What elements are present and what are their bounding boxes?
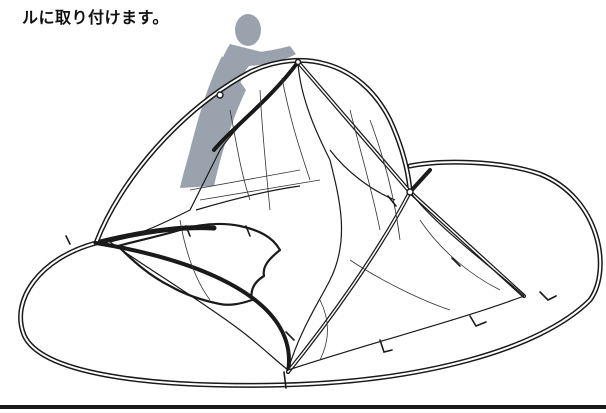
- arch-pole: [93, 58, 413, 246]
- ground-pole-loop: [18, 159, 603, 388]
- fabric-wrinkles: [179, 77, 501, 361]
- pole-connectors: [216, 58, 414, 196]
- bottom-divider: [0, 405, 606, 409]
- stakes-and-clips: [65, 195, 557, 389]
- tent-canopy: [109, 61, 525, 371]
- door-opening: [116, 222, 282, 306]
- instruction-caption: ルに取り付けます。: [22, 8, 169, 27]
- person-silhouette: [180, 14, 296, 188]
- tent-frame-poles: [94, 60, 526, 374]
